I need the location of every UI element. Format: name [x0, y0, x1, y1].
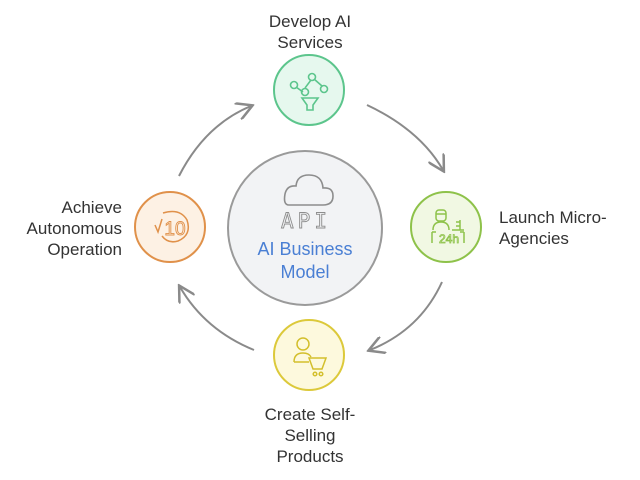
label-line: Agencies	[499, 229, 569, 248]
network-funnel-icon	[289, 72, 329, 111]
label-line: Selling	[284, 426, 336, 445]
arrow-achieve-to-develop	[178, 106, 251, 177]
icon-10-text: 10	[164, 219, 185, 240]
label-line: Products	[276, 447, 344, 466]
label-line: Services	[277, 33, 343, 52]
label-line: Autonomous	[26, 219, 122, 238]
center-node: API	[227, 150, 383, 306]
api-text: API	[281, 209, 331, 233]
label-line: Launch Micro-	[499, 208, 607, 227]
arrow-develop-to-launch	[366, 104, 443, 170]
arrow-launch-to-create	[370, 281, 443, 350]
step-develop-node	[273, 54, 345, 126]
label-line: Create Self-	[264, 405, 356, 424]
icon-24h-text: 24h	[439, 232, 459, 246]
step-create-label: Create Self- Selling Products	[230, 404, 390, 467]
arrow-create-to-achieve	[180, 287, 255, 351]
step-achieve-node: 10	[134, 191, 206, 263]
label-line: Achieve	[61, 198, 122, 217]
step-create-node	[273, 319, 345, 391]
person-cart-icon	[293, 337, 328, 377]
label-line: Develop AI	[268, 12, 352, 31]
rewind-10-icon: 10	[154, 210, 190, 243]
step-launch-node: 24h	[410, 191, 482, 263]
center-title-line2: Model	[280, 262, 330, 282]
step-launch-label: Launch Micro- Agencies	[499, 207, 607, 249]
cloud-icon	[283, 174, 334, 206]
center-title: AI Business Model	[235, 238, 375, 284]
step-develop-label: Develop AI Services	[230, 11, 390, 53]
support-desk-icon: 24h	[431, 209, 465, 246]
step-achieve-label: Achieve Autonomous Operation	[0, 197, 122, 260]
label-line: Operation	[47, 240, 122, 259]
center-title-line1: AI Business	[257, 239, 353, 259]
